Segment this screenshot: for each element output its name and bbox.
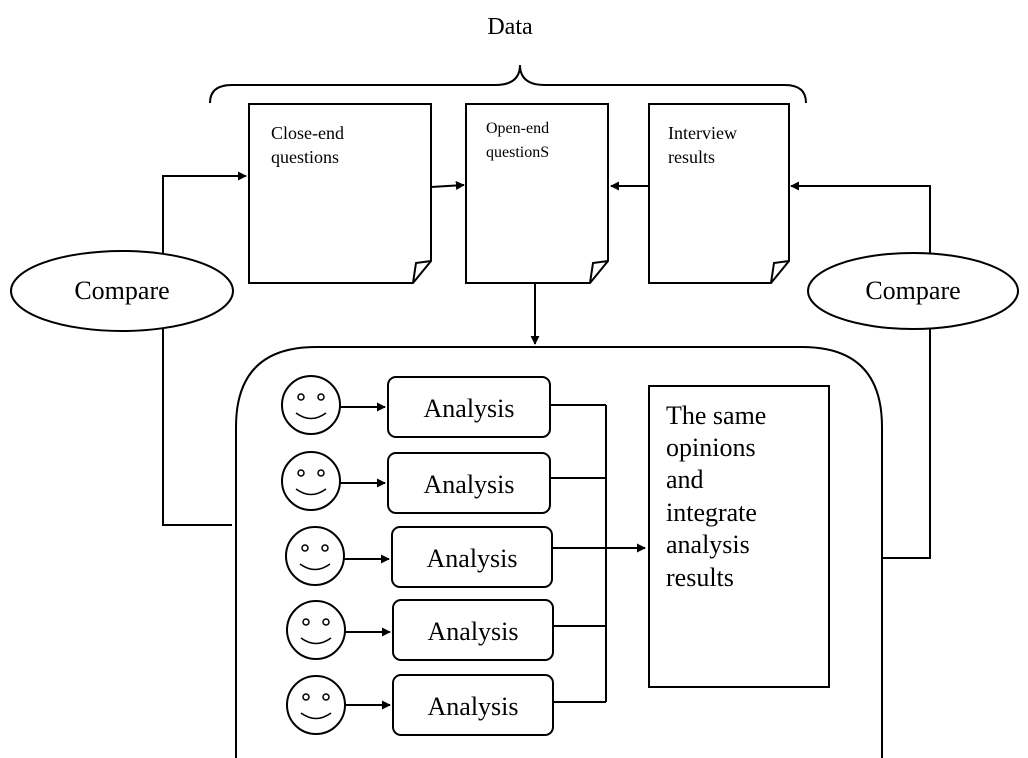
reviewer-face-icon	[286, 675, 346, 735]
result-line: and	[666, 465, 704, 494]
reviewer-face-icon	[281, 451, 341, 511]
document-label-line1: Close-end	[271, 123, 344, 143]
document-label-line2: results	[668, 147, 715, 167]
result-line: opinions	[666, 433, 756, 462]
document-label-line1: Interview	[668, 123, 737, 143]
analysis-label: Analysis	[428, 692, 519, 721]
analysis-box: Analysis	[391, 526, 553, 588]
result-line: analysis	[666, 530, 750, 559]
document-label-line2: questions	[271, 147, 339, 167]
arrow-close-to-open	[430, 180, 465, 190]
compare-right-label: Compare	[865, 276, 960, 305]
result-box: The same opinions and integrate analysis…	[648, 385, 830, 688]
analysis-box: Analysis	[392, 674, 554, 736]
analysis-label: Analysis	[424, 470, 515, 499]
document-label-line1: Open-end	[486, 120, 549, 137]
result-line: The same	[666, 401, 766, 430]
document-interview-results: Interview results	[648, 103, 790, 284]
compare-right: Compare	[807, 252, 1019, 330]
reviewer-face-icon	[286, 600, 346, 660]
analysis-label: Analysis	[424, 394, 515, 423]
document-open-end-questions: Open-end questionS	[465, 103, 609, 284]
analysis-label: Analysis	[427, 544, 518, 573]
document-close-end-questions: Close-end questions	[248, 103, 432, 284]
compare-left-label: Compare	[74, 276, 169, 305]
analysis-box: Analysis	[387, 452, 551, 514]
reviewer-face-icon	[281, 375, 341, 435]
analysis-container	[235, 346, 883, 758]
connector-left-compare	[162, 171, 247, 526]
reviewer-face-icon	[285, 526, 345, 586]
analysis-box: Analysis	[392, 599, 554, 661]
connector-right-compare	[790, 181, 931, 559]
analysis-label: Analysis	[428, 617, 519, 646]
analysis-box: Analysis	[387, 376, 551, 438]
document-label-line2: questionS	[486, 144, 549, 161]
result-line: results	[666, 563, 734, 592]
result-line: integrate	[666, 498, 757, 527]
data-brace	[209, 64, 807, 104]
compare-left: Compare	[10, 250, 234, 332]
diagram-title: Data	[487, 14, 533, 40]
